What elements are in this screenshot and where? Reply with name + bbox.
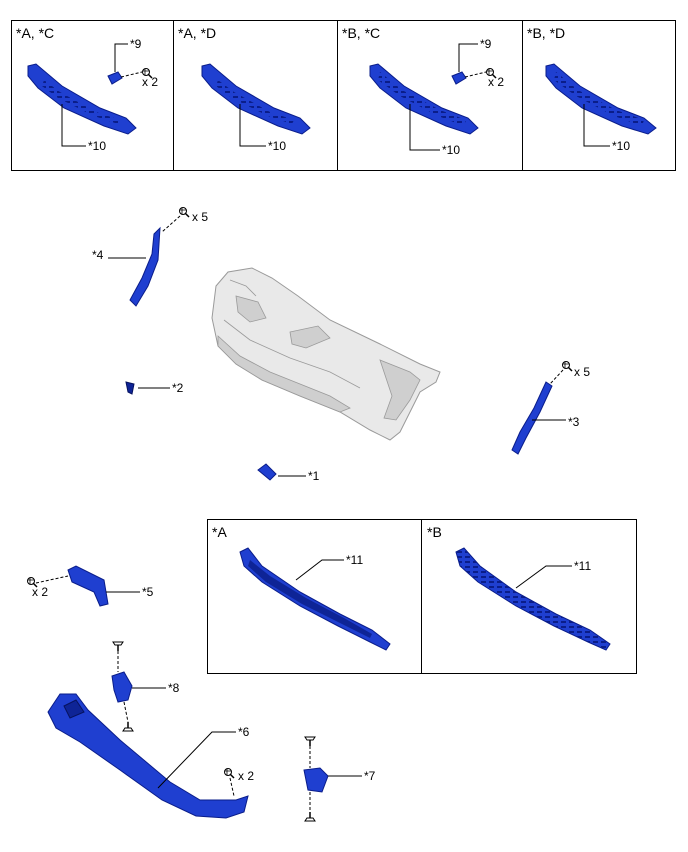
clip-icon <box>122 721 134 732</box>
variant-header: *B, *C <box>342 25 380 41</box>
callout-label: *7 <box>364 769 376 783</box>
part-7-bracket <box>303 767 329 793</box>
quantity-label: x 2 <box>32 585 48 599</box>
part-3-moulding <box>511 381 553 455</box>
clip-icon <box>304 811 316 822</box>
callout-label: *9 <box>130 37 142 51</box>
grille-mesh <box>216 80 294 124</box>
grille-mesh <box>42 80 120 124</box>
variant-box-b <box>421 519 637 674</box>
callout-label: *3 <box>568 415 580 429</box>
bracket-part <box>451 71 467 85</box>
clip-icon <box>112 641 124 652</box>
callout-label: *10 <box>268 139 286 153</box>
grille-slat <box>248 560 372 638</box>
part-8-bracket <box>111 671 133 703</box>
part-6-spoiler <box>47 693 249 819</box>
variant-box-a <box>207 519 422 674</box>
callout-label: *1 <box>308 469 320 483</box>
lower-grille-part <box>201 63 311 135</box>
bumper-cover <box>211 267 441 441</box>
screw-icon <box>223 767 235 779</box>
callout-label: *4 <box>92 248 104 262</box>
variant-box-ad <box>173 20 338 171</box>
bracket-part <box>107 71 123 85</box>
bottom-variant-boxes <box>207 519 637 674</box>
variant-header: *B <box>427 524 442 540</box>
callout-label: *10 <box>88 139 106 153</box>
variant-box-bc <box>337 20 523 171</box>
quantity-label: x 2 <box>142 75 158 89</box>
part-2 <box>125 381 135 395</box>
variant-header: *A, *C <box>16 25 54 41</box>
callout-label: *6 <box>238 725 250 739</box>
variant-header: *A, *D <box>178 25 216 41</box>
callout-label: *8 <box>168 681 180 695</box>
grille-mesh <box>378 72 466 126</box>
part-4-moulding <box>129 226 161 307</box>
quantity-label: x 5 <box>574 365 590 379</box>
callout-label: *5 <box>142 585 154 599</box>
variant-header: *B, *D <box>527 25 565 41</box>
callout-label: *11 <box>346 553 363 567</box>
top-variant-boxes <box>11 20 676 171</box>
callout-label: *9 <box>480 37 492 51</box>
part-11-grille <box>455 547 611 651</box>
quantity-label: x 5 <box>192 210 208 224</box>
screw-icon <box>561 360 573 372</box>
quantity-label: x 2 <box>488 75 504 89</box>
variant-header: *A <box>212 524 227 540</box>
part-5-bracket <box>67 565 109 607</box>
callout-label: *10 <box>442 143 460 157</box>
part-1 <box>257 463 277 481</box>
grille-mesh <box>554 72 644 126</box>
screw-icon <box>178 206 190 218</box>
callout-label: *11 <box>574 559 591 573</box>
callout-label: *10 <box>612 139 630 153</box>
quantity-label: x 2 <box>238 769 254 783</box>
clip-icon <box>304 736 316 747</box>
callout-label: *2 <box>172 381 184 395</box>
variant-box-bd <box>522 20 676 171</box>
